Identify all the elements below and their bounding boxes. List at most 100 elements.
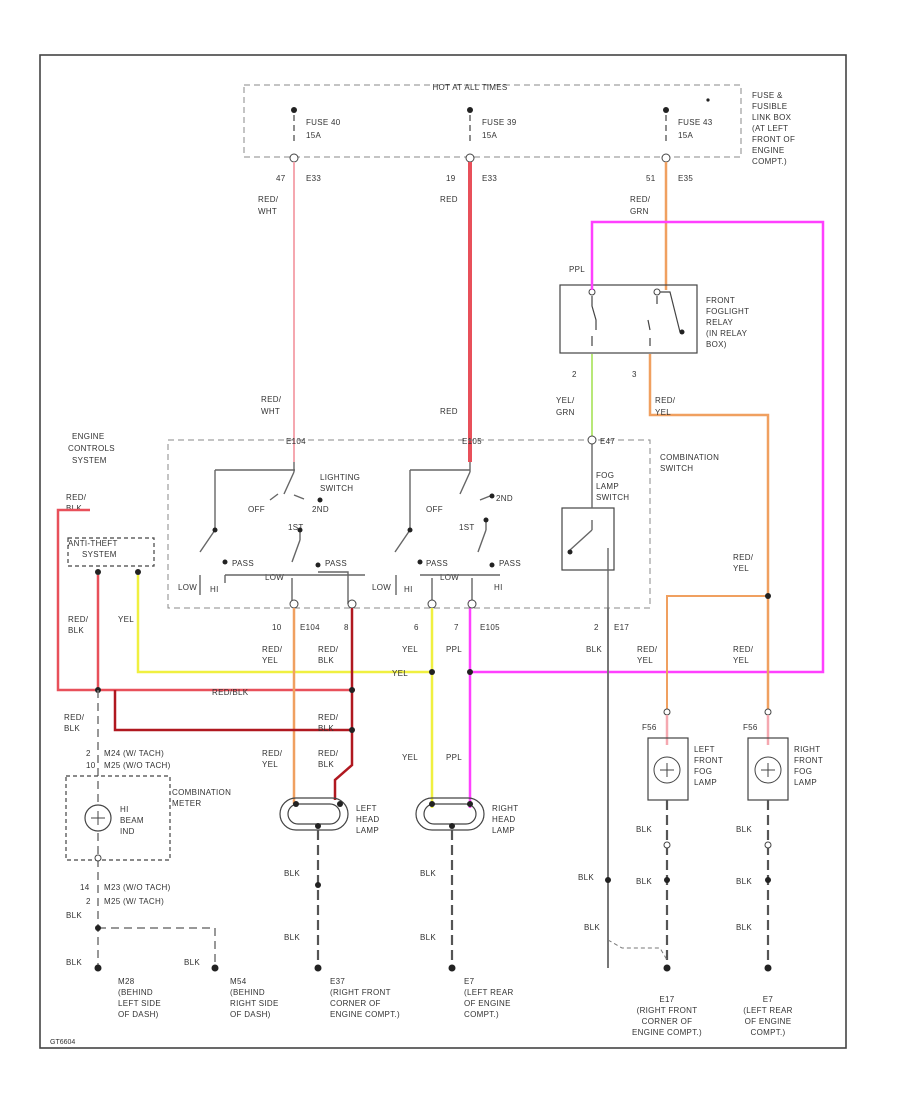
svg-text:LEFT SIDE: LEFT SIDE <box>118 999 161 1008</box>
right-fog-lamp-label: RIGHT FRONT FOG LAMP <box>794 745 823 787</box>
svg-text:E7: E7 <box>763 995 774 1004</box>
wire-label-redwht-2b: WHT <box>261 407 280 416</box>
svg-text:SWITCH: SWITCH <box>596 493 629 502</box>
wire-red-blk-meter <box>113 690 352 732</box>
switch-pin-e105: E105 <box>462 437 482 446</box>
meter-conn-m25b: M25 (W/ TACH) <box>104 897 164 906</box>
wire-ecs-redblk <box>56 508 355 692</box>
switch-1st-2: 1ST <box>459 523 475 532</box>
fog-switch-box <box>561 507 615 571</box>
wire-label-redgrn-1: RED/ <box>630 195 651 204</box>
lbl-redyel-fog-topb: YEL <box>733 564 749 573</box>
lbl-redblk-1: RED/ <box>318 645 339 654</box>
left-fog-lamp-label: LEFT FRONT FOG LAMP <box>694 745 723 787</box>
svg-text:(BEHIND: (BEHIND <box>230 988 265 997</box>
relay-pin-2: 3 <box>632 370 637 379</box>
lbl-redyel-fog-top: RED/ <box>733 553 754 562</box>
lighting-switch: LIGHTING SWITCH OFF 1ST 2ND PASS PASS LO… <box>178 462 365 609</box>
lbl-yel-2: YEL <box>402 753 418 762</box>
svg-text:OF DASH): OF DASH) <box>118 1010 159 1019</box>
lbl-redyel-1b: YEL <box>262 656 278 665</box>
combination-switch-name: COMBINATION SWITCH <box>660 453 719 473</box>
svg-text:OF ENGINE: OF ENGINE <box>745 1017 792 1026</box>
svg-text:FOG: FOG <box>596 471 614 480</box>
left-fog-conn: F56 <box>642 723 657 732</box>
ecs-wire-redblk-b: BLK <box>66 504 82 513</box>
blk-rf-1: BLK <box>736 825 752 834</box>
fuse-box-outline <box>243 84 742 158</box>
ground-m28-label: M28 (BEHIND LEFT SIDE OF DASH) <box>118 977 161 1019</box>
wire-label-yelgrn-b: GRN <box>556 408 575 417</box>
svg-text:SYSTEM: SYSTEM <box>72 456 107 465</box>
meter-pin-14: 14 <box>80 883 90 892</box>
fuse-39-term: 19 <box>446 174 456 183</box>
ground-e17-icon <box>663 964 671 972</box>
pin-6: 6 <box>414 623 419 632</box>
ground-e7-label: E7 (LEFT REAR OF ENGINE COMPT.) <box>464 977 514 1019</box>
meter-blk-2: BLK <box>66 958 82 967</box>
switch-pass-4: PASS <box>499 559 521 568</box>
svg-text:FRONT: FRONT <box>794 756 823 765</box>
ground-link-fog <box>607 939 668 961</box>
switch-hi-1: HI <box>210 585 219 594</box>
wire-red-blk-left <box>333 608 354 800</box>
hi-beam-indicator-glyph <box>91 811 105 825</box>
lbl-ppl-2: PPL <box>446 753 462 762</box>
wire-red-yel-fog <box>648 354 770 712</box>
blk-lf-2: BLK <box>636 877 652 886</box>
ground-m28-icon <box>94 964 102 972</box>
meter-conn-m23: M23 (W/O TACH) <box>104 883 171 892</box>
svg-text:(RIGHT FRONT: (RIGHT FRONT <box>637 1006 698 1015</box>
svg-text:RELAY: RELAY <box>706 318 734 327</box>
svg-text:ANTI-THEFT: ANTI-THEFT <box>68 539 118 548</box>
switch-low-1: LOW <box>178 583 197 592</box>
svg-text:COMPT.): COMPT.) <box>752 157 787 166</box>
switch-low-3: LOW <box>372 583 391 592</box>
blk-rf-2: BLK <box>736 877 752 886</box>
fog-relay-contacts <box>588 288 685 346</box>
lbl-redyel-fog-lb: YEL <box>637 656 653 665</box>
wire-red-yel-fog-left <box>666 595 768 712</box>
svg-text:RIGHT: RIGHT <box>794 745 820 754</box>
anti-theft-label: ANTI-THEFT SYSTEM <box>68 539 118 559</box>
svg-text:LAMP: LAMP <box>794 778 817 787</box>
switch-1st-1: 1ST <box>288 523 304 532</box>
svg-text:FRONT: FRONT <box>706 296 735 305</box>
fuse-39-name: FUSE 39 <box>482 118 517 127</box>
svg-text:OF ENGINE: OF ENGINE <box>464 999 511 1008</box>
meter-wire-redblk: RED/ <box>64 713 85 722</box>
svg-text:FUSE &: FUSE & <box>752 91 783 100</box>
left-head-lamp-label: LEFT HEAD LAMP <box>356 804 379 835</box>
svg-text:HEAD: HEAD <box>356 815 379 824</box>
fuse-40-name: FUSE 40 <box>306 118 341 127</box>
meter-pin-10: 10 <box>86 761 96 770</box>
anti-redblk-label-b: BLK <box>68 626 84 635</box>
fuse-39-rating: 15A <box>482 131 497 140</box>
meter-pin-2: 2 <box>86 749 91 758</box>
switch-pass-3: PASS <box>426 559 448 568</box>
svg-text:(LEFT REAR: (LEFT REAR <box>464 988 514 997</box>
svg-text:SWITCH: SWITCH <box>320 484 353 493</box>
ground-e37-icon <box>314 964 322 972</box>
switch-pass-2: PASS <box>325 559 347 568</box>
pin-e105-b: E105 <box>480 623 500 632</box>
lbl-redblk-2b: BLK <box>318 724 334 733</box>
lbl-ppl-1: PPL <box>446 645 462 654</box>
svg-text:ENGINE COMPT.): ENGINE COMPT.) <box>632 1028 702 1037</box>
fuse-box-label: FUSE & FUSIBLE LINK BOX (AT LEFT FRONT O… <box>752 91 795 166</box>
fuse-43-name: FUSE 43 <box>678 118 713 127</box>
fog-relay-box <box>559 284 698 354</box>
svg-text:FOG: FOG <box>694 767 712 776</box>
wire-label-redyel-relay-b: YEL <box>655 408 671 417</box>
wire-label-redwht-1: RED/ <box>258 195 279 204</box>
relay-pin-1: 2 <box>572 370 577 379</box>
svg-text:(IN RELAY: (IN RELAY <box>706 329 748 338</box>
svg-text:LINK BOX: LINK BOX <box>752 113 792 122</box>
fuse-40-term: 47 <box>276 174 286 183</box>
ground-m54-label: M54 (BEHIND RIGHT SIDE OF DASH) <box>230 977 278 1019</box>
wire-label-redwht-2: RED/ <box>261 395 282 404</box>
relay-ppl-label: PPL <box>569 265 585 274</box>
lbl-redblk-3b: BLK <box>318 760 334 769</box>
svg-text:M28: M28 <box>118 977 135 986</box>
lbl-redyel-fog-r: RED/ <box>733 645 754 654</box>
